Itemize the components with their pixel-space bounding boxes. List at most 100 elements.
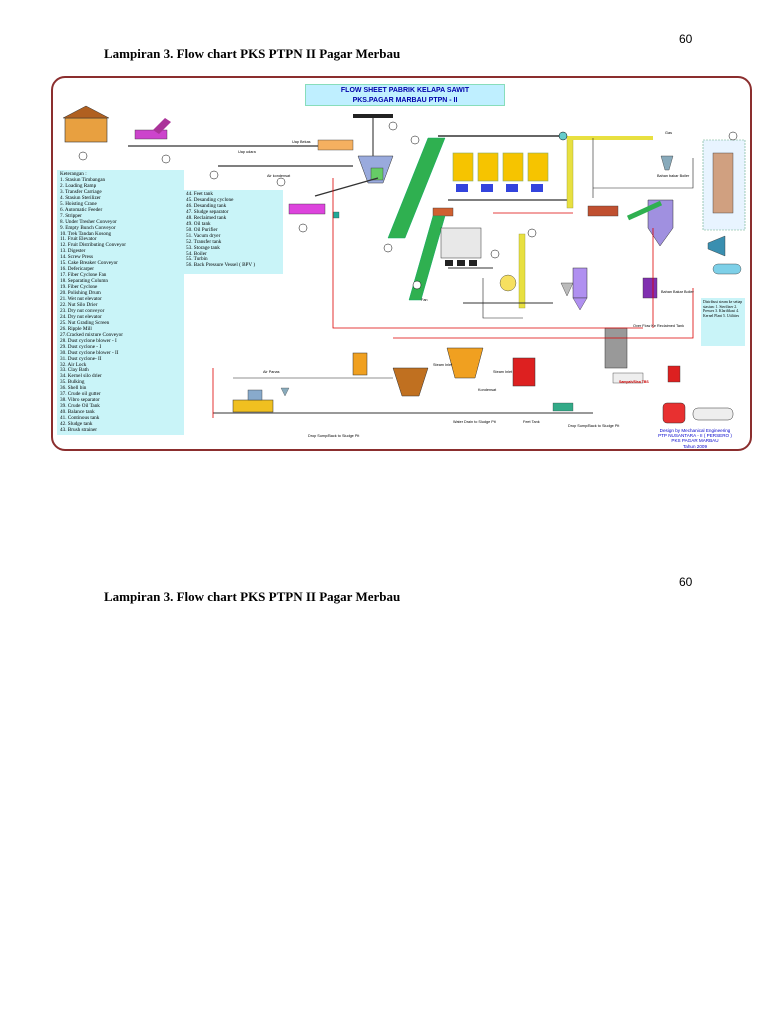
legend-item: 44. Feet tank — [186, 191, 213, 197]
back-pressure-vessel — [712, 263, 742, 275]
legend-item: 10. Trek Tandan Kosong — [60, 230, 112, 237]
legend-item: 14. Screw Press — [60, 254, 93, 261]
legend-item: 43. Brush strainer — [60, 426, 98, 433]
legend-item: 33. Clay Bath — [60, 367, 89, 374]
legend-item: 9. Empty Bunch Conveyor — [60, 224, 116, 231]
kernel-silo — [572, 267, 588, 299]
legend-item: 49. Oil tank — [186, 220, 211, 227]
label-over-flow: Over Flow Ke Reclaimed Tank — [633, 324, 684, 328]
legend-item: 18. Separating Column — [60, 278, 108, 285]
design-credit-line: Design by Mechanical Engineering — [659, 428, 731, 433]
legend-item: 38. Vibro separator — [60, 397, 100, 404]
label-steam-inlet-2: Steam Inlet — [493, 370, 513, 374]
legend-item: 32. Air Lock — [60, 361, 87, 368]
legend-item: 22. Nut Silo Drier — [60, 301, 98, 308]
process-drawing — [62, 105, 746, 424]
legend-item: 3. Transfer Carriage — [60, 188, 102, 195]
legend-item: 25. Nut Grading Screen — [60, 319, 110, 326]
legend-item: 41. Continous tank — [60, 415, 100, 422]
legend-item: 42. Sludge tank — [60, 421, 93, 428]
sludge-tank — [604, 327, 628, 369]
design-credit-line: PKS PAGAR MARBAU — [671, 438, 719, 444]
legend-item: 6. Automatic Feeder — [60, 206, 103, 213]
design-credit: Design by Mechanical Engineering PTP NUS… — [647, 428, 743, 449]
flow-sheet-title-line2: PKS.PAGAR MARBAU PTPN - II — [352, 97, 458, 104]
legend-item: 54. Boiler — [186, 250, 207, 257]
nut-silo-drier — [440, 227, 482, 259]
label-air-kondensat: Air kondensat — [267, 174, 291, 178]
legend-item: 52. Transfer tank — [186, 238, 222, 245]
legend-item: 17. Fiber Cyclone Fan — [60, 272, 107, 279]
legend-item: 56. Back Pressure Vessel ( BPV ) — [186, 262, 256, 269]
legend-item: 40. Balance tank — [60, 409, 95, 416]
label-feed-tank: Feet Tank — [523, 420, 540, 424]
page-number: 60 — [679, 32, 693, 46]
label-uap-udara: Uap udara — [238, 150, 256, 154]
crude-oil-tank — [392, 367, 429, 397]
wet-nut-elevator — [408, 215, 446, 301]
separating-column — [566, 137, 574, 209]
legend-item: 51. Vacum dryer — [186, 232, 221, 239]
flow-sheet-title-line1: FLOW SHEET PABRIK KELAPA SAWIT — [340, 87, 470, 94]
legend-item: 48. Reclaimed tank — [186, 214, 227, 221]
label-sampah: Sampah/Sisa TBS — [619, 380, 649, 384]
design-credit-line: Tahun 2009 — [682, 443, 707, 449]
crude-oil-gutter — [232, 399, 274, 413]
legend-item: 20. Polishing Drum — [60, 290, 101, 297]
weighbridge-building — [64, 117, 108, 143]
legend-item: 5. Hoisting Crane — [60, 200, 97, 207]
turbine — [707, 235, 726, 257]
continuous-settling-tank — [446, 347, 484, 379]
empty-bunch-truck — [288, 203, 326, 215]
legend-item: 31. Dust cyclone- II — [60, 355, 102, 362]
label-bahan-bakar-boiler: Bahan bakar Boiler — [657, 174, 690, 178]
legend-item: 37. Crude oil gutter — [60, 391, 101, 398]
legend-item: 46. Desanding tank — [186, 202, 227, 209]
page-number-repeat: 60 — [679, 575, 693, 589]
legend-item: 12. Fruit Distributing Conveyor — [60, 242, 126, 249]
oil-tank — [512, 357, 536, 387]
label-gas: Gas — [665, 131, 672, 135]
legend-item: 16. Defericarper — [60, 266, 94, 273]
legend-item: 30. Dust cyclone blower - II — [60, 349, 119, 356]
flow-sheet-title: FLOW SHEET PABRIK KELAPA SAWIT PKS.PAGAR… — [305, 84, 505, 106]
legend-item: 53. Storage tank — [186, 244, 220, 251]
legend-item: 34. Kernel silo drier — [60, 373, 102, 380]
legend-item: 23. Dry nut conveyor — [60, 307, 105, 314]
legend-item: 2. Loading Ramp — [60, 182, 97, 189]
label-steam-inlet: Steam Inlet — [433, 363, 453, 367]
legend-heading: Keterangan : — [60, 171, 87, 177]
legend-item: 47. Sludge separator — [186, 208, 229, 215]
label-bahan-bakar-boiler-2: Bahan Bakar Boiler — [661, 290, 694, 294]
legend-item: 15. Cake Breaker Conveyor — [60, 260, 118, 267]
legend-item: 24. Dry nut elevator — [60, 313, 102, 320]
legend-item: 27.Cracked mixture Conveyor — [60, 331, 123, 338]
label-water-drain: Water Drain to Sludge Pit — [453, 420, 496, 424]
legend-item: 50. Oil Purifier — [186, 226, 218, 233]
legend-item: 7. Stripper — [60, 212, 82, 219]
legend-item: 21. Wet nut elevator — [60, 296, 102, 303]
legend-item: 1. Stasiun Timbangan — [60, 176, 106, 183]
steam-distribution-note: Distribusi steam ke setiap stasiun: 1. S… — [701, 298, 745, 346]
label-drop-sump: Drop Sump/Back to Sludge Pit — [308, 434, 360, 438]
figure-caption: Lampiran 3. Flow chart PKS PTPN II Pagar… — [104, 46, 401, 61]
label-drop-sump-2: Drop Sump/Back to Sludge Pit — [568, 424, 620, 428]
legend-item: 28. Dust cyclone blower - I — [60, 337, 117, 344]
digesters — [452, 152, 549, 192]
label-uap-bekas: Uap Bekas — [292, 140, 311, 144]
label-air-panas: Air Panas — [263, 370, 280, 374]
legend-item: 36. Shell bin — [60, 385, 87, 392]
legend-item: 45. Desanding cyclone — [186, 196, 234, 203]
legend-item: 4. Stasiun Sterilizer — [60, 194, 101, 201]
fruit-elevator — [387, 137, 446, 239]
legend-item: 55. Turbin — [186, 256, 208, 263]
legend-item: 11. Fruit Elevator — [60, 236, 97, 243]
label-fan: Fan — [421, 298, 428, 302]
legend-item: 13. Digester — [60, 248, 86, 255]
legend-item: 26. Ripple Mill — [60, 325, 92, 332]
design-credit-line: PTP NUSANTARA - II ( PERSERO ) — [658, 433, 732, 439]
legend-item: 35. Bulking — [60, 379, 85, 386]
legend-item: 8. Under Tresher Conveyor — [60, 218, 117, 225]
